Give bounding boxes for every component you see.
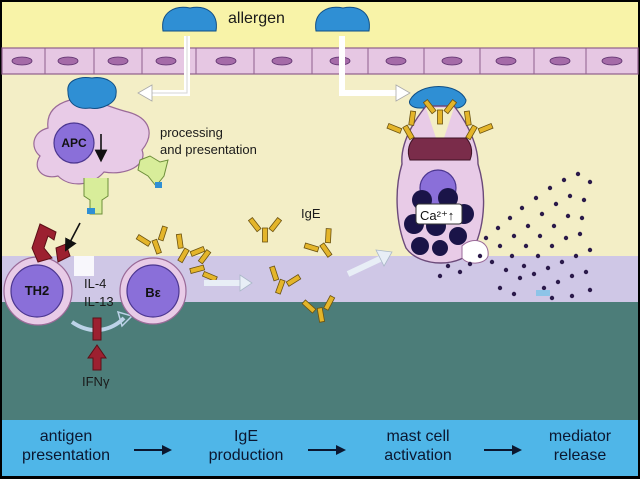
processing-label: processing and presentation: [160, 124, 257, 158]
stage-line: IgE: [233, 428, 258, 445]
b-epsilon-label: Bε: [145, 285, 161, 300]
presentation-line: and presentation: [160, 142, 257, 157]
ifn-gamma-label: IFNγ: [82, 374, 110, 389]
stage-bar: [2, 420, 638, 476]
processing-line: processing: [160, 125, 223, 140]
stage-line: antigen: [39, 428, 93, 445]
ifn-arrow: [87, 344, 107, 371]
apc-cell: [33, 77, 169, 215]
allergen-icon-left: [162, 6, 217, 32]
stage-arrow-icon: [484, 445, 522, 455]
lavender-band: [2, 256, 638, 302]
il4-label: IL-4: [84, 276, 107, 291]
apc-label: APC: [61, 136, 87, 150]
stage-line: mast cell: [386, 428, 450, 445]
stage-mast-cell-activation: mast cell activation: [358, 427, 478, 465]
allergen-icon-right: [315, 6, 370, 32]
stage-line: release: [553, 447, 607, 464]
presentation-arrow: [65, 222, 81, 252]
apc-nucleus: [53, 122, 95, 164]
stage-antigen-presentation: antigen presentation: [6, 427, 126, 465]
stage-line: production: [208, 447, 284, 464]
stage-line: presentation: [21, 447, 111, 464]
stage-line: mediator: [548, 428, 612, 445]
allergen-label: allergen: [228, 10, 285, 27]
stage-arrow-icon: [134, 445, 172, 455]
b-cell: [119, 224, 219, 325]
stage-ige-production: IgE production: [186, 427, 306, 465]
arrow-to-apc: [137, 84, 153, 102]
th2-label: TH2: [24, 283, 50, 298]
stage-mediator-release: mediator release: [522, 427, 638, 465]
th2-cell: [3, 222, 94, 326]
mast-cell: [385, 86, 495, 264]
calcium-label: Ca²⁺↑: [420, 208, 455, 223]
ifn-block: [92, 317, 102, 341]
arrow-to-ige: [239, 274, 253, 292]
il13-label: IL-13: [84, 294, 114, 309]
epithelium-layer: [1, 47, 639, 75]
arrow-to-mast: [375, 249, 393, 267]
ige-label: IgE: [301, 206, 321, 221]
mediator-dots: [437, 171, 593, 301]
stage-arrow-icon: [308, 445, 346, 455]
stage-line: activation: [384, 447, 452, 464]
arrow-to-mast-cell: [395, 84, 411, 102]
